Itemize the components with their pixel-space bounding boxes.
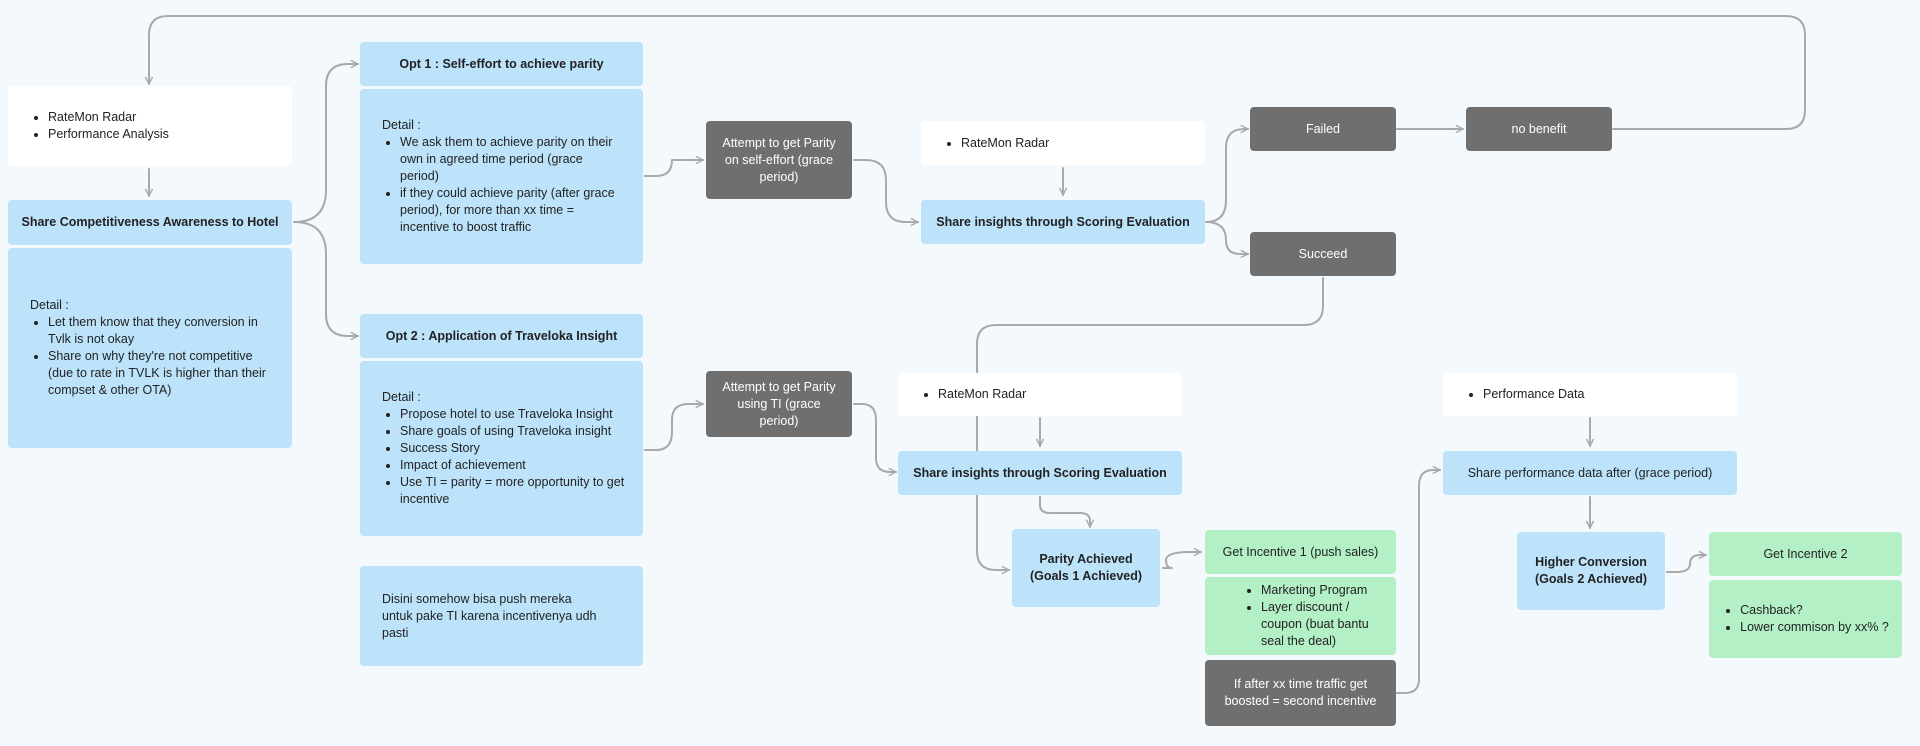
- succeed-to-parity-arrow: [976, 277, 1324, 570]
- node-title: no benefit: [1511, 121, 1567, 136]
- opt2-detail-box: Detail : Propose hotel to use Traveloka …: [360, 361, 643, 536]
- node-title: Failed: [1305, 121, 1341, 136]
- node-title: Attempt to get Parity on self-effort (gr…: [722, 135, 836, 184]
- node-title: Get Incentive 1 (push sales): [1222, 544, 1379, 559]
- attempt-self-box[interactable]: Attempt to get Parity on self-effort (gr…: [706, 121, 852, 199]
- incentive1-detail-box: Marketing Program Layer discount / coupo…: [1205, 577, 1396, 655]
- incentive1-detail-list: Marketing Program Layer discount / coupo…: [1243, 582, 1384, 650]
- incentive1-box[interactable]: Get Incentive 1 (push sales): [1205, 530, 1396, 574]
- higher-conversion-box[interactable]: Higher Conversion (Goals 2 Achieved): [1517, 532, 1665, 610]
- perf-data-box: Performance Data: [1443, 373, 1737, 416]
- node-title: Higher Conversion (Goals 2 Achieved): [1534, 555, 1648, 586]
- failed-box[interactable]: Failed: [1250, 107, 1396, 151]
- radar-left-box: RateMon Radar Performance Analysis: [8, 86, 292, 166]
- detail-heading: Detail :: [30, 298, 69, 312]
- detail-heading: Detail :: [382, 390, 421, 404]
- note-box: Disini somehow bisa push mereka untuk pa…: [360, 566, 643, 666]
- radar-mid-box: RateMon Radar: [898, 373, 1182, 416]
- radar-left-list: RateMon Radar Performance Analysis: [30, 109, 270, 143]
- list-item: Propose hotel to use Traveloka Insight: [400, 406, 625, 423]
- succeed-box[interactable]: Succeed: [1250, 232, 1396, 276]
- share-to-opt1-arrow: [293, 64, 359, 223]
- opt2-to-attempt-ti-arrow: [644, 404, 704, 451]
- scoring-mid-to-parity-arrow: [1039, 496, 1090, 528]
- radar-mid-list: RateMon Radar: [920, 386, 1160, 403]
- list-item: Marketing Program: [1261, 582, 1384, 599]
- parity-achieved-box[interactable]: Parity Achieved (Goals 1 Achieved): [1012, 529, 1160, 607]
- node-title: Share insights through Scoring Evaluatio…: [913, 465, 1167, 480]
- opt2-detail-list: Propose hotel to use Traveloka Insight S…: [382, 406, 625, 508]
- radar-top-box: RateMon Radar: [921, 121, 1205, 165]
- node-title: Parity Achieved (Goals 1 Achieved): [1029, 552, 1143, 583]
- opt1-to-attempt-arrow: [644, 160, 704, 177]
- opt2-title-box[interactable]: Opt 2 : Application of Traveloka Insight: [360, 314, 643, 358]
- attempt-ti-box[interactable]: Attempt to get Parity using TI (grace pe…: [706, 371, 852, 437]
- node-title: Share Competitiveness Awareness to Hotel: [21, 215, 279, 229]
- share-awareness-box[interactable]: Share Competitiveness Awareness to Hotel: [8, 200, 292, 245]
- higher-to-incentive2-arrow: [1666, 555, 1707, 573]
- list-item: Performance Analysis: [48, 126, 270, 143]
- no-benefit-box[interactable]: no benefit: [1466, 107, 1612, 151]
- list-item: Layer discount / coupon (buat bantu seal…: [1261, 599, 1384, 650]
- perf-data-list: Performance Data: [1465, 386, 1715, 403]
- parity-to-incentive1-arrow: [1162, 552, 1202, 569]
- node-title: Get Incentive 2: [1763, 546, 1848, 561]
- second-incentive-box[interactable]: If after xx time traffic get boosted = s…: [1205, 660, 1396, 726]
- incentive2-box[interactable]: Get Incentive 2: [1709, 532, 1902, 576]
- node-title: If after xx time traffic get boosted = s…: [1224, 677, 1377, 708]
- list-item: RateMon Radar: [48, 109, 270, 126]
- list-item: We ask them to achieve parity on their o…: [400, 134, 625, 185]
- attempt-self-to-scoring-arrow: [853, 159, 919, 222]
- list-item: Share on why they're not competitive (du…: [48, 348, 276, 399]
- loop-back-arrow: [149, 15, 1806, 130]
- scoring-mid-box[interactable]: Share insights through Scoring Evaluatio…: [898, 451, 1182, 495]
- list-item: Let them know that they conversion in Tv…: [48, 314, 276, 348]
- node-title: Opt 1 : Self-effort to achieve parity: [399, 56, 604, 71]
- incentive2-detail-box: Cashback? Lower commison by xx% ?: [1709, 580, 1902, 658]
- opt1-title-box[interactable]: Opt 1 : Self-effort to achieve parity: [360, 42, 643, 86]
- share-to-opt2-arrow: [293, 221, 359, 336]
- opt1-detail-list: We ask them to achieve parity on their o…: [382, 134, 625, 236]
- radar-top-list: RateMon Radar: [943, 135, 1183, 152]
- list-item: Performance Data: [1483, 386, 1715, 403]
- node-title: Attempt to get Parity using TI (grace pe…: [722, 379, 836, 428]
- note-text: Disini somehow bisa push mereka untuk pa…: [382, 591, 597, 640]
- list-item: RateMon Radar: [961, 135, 1183, 152]
- list-item: Share goals of using Traveloka insight: [400, 423, 625, 440]
- scoring-to-succeed-arrow: [1205, 221, 1249, 254]
- share-perf-box[interactable]: Share performance data after (grace peri…: [1443, 451, 1737, 495]
- node-title: Succeed: [1298, 246, 1348, 261]
- detail-left-box: Detail : Let them know that they convers…: [8, 248, 292, 448]
- list-item: Use TI = parity = more opportunity to ge…: [400, 474, 625, 508]
- list-item: Lower commison by xx% ?: [1740, 619, 1889, 636]
- list-item: if they could achieve parity (after grac…: [400, 185, 625, 236]
- incentive2-detail-list: Cashback? Lower commison by xx% ?: [1722, 602, 1889, 636]
- opt1-detail-box: Detail : We ask them to achieve parity o…: [360, 89, 643, 264]
- list-item: Impact of achievement: [400, 457, 625, 474]
- attempt-ti-to-scoring-arrow: [853, 403, 897, 472]
- node-title: Share performance data after (grace peri…: [1467, 465, 1713, 480]
- detail-left-list: Let them know that they conversion in Tv…: [30, 314, 276, 399]
- scoring-to-failed-arrow: [1205, 129, 1249, 223]
- node-title: Opt 2 : Application of Traveloka Insight: [385, 328, 618, 343]
- list-item: Cashback?: [1740, 602, 1889, 619]
- node-title: Share insights through Scoring Evaluatio…: [936, 214, 1190, 229]
- scoring-top-box[interactable]: Share insights through Scoring Evaluatio…: [921, 200, 1205, 244]
- detail-heading: Detail :: [382, 118, 421, 132]
- second-incentive-to-share-perf-arrow: [1396, 470, 1441, 694]
- list-item: Success Story: [400, 440, 625, 457]
- list-item: RateMon Radar: [938, 386, 1160, 403]
